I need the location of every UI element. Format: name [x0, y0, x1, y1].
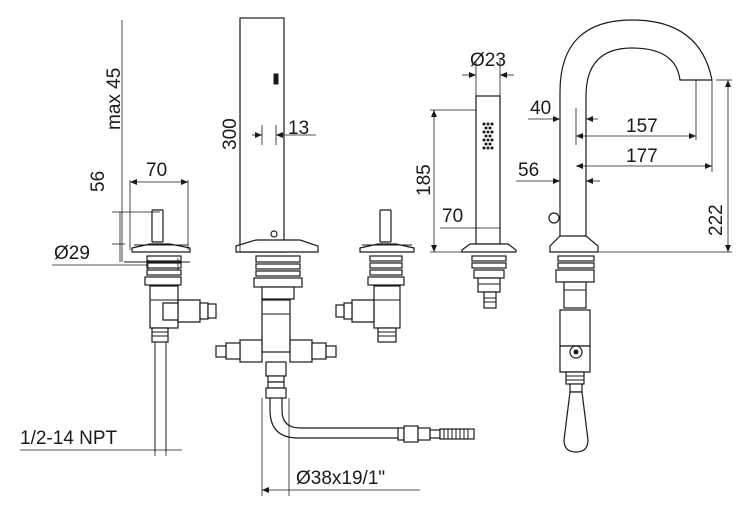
left-dimensions [20, 20, 189, 456]
dim-diameter-23: Ø23 [470, 50, 506, 71]
hand-shower-dimensions [430, 60, 514, 253]
dimension-labels: max 45 56 70 Ø29 1/2-14 NPT 300 13 Ø38x1… [20, 50, 727, 489]
dim-diameter-29: Ø29 [54, 243, 90, 264]
dim-222: 222 [706, 204, 727, 236]
dim-177: 177 [626, 146, 658, 167]
dim-npt-thread: 1/2-14 NPT [20, 428, 118, 449]
dim-300: 300 [220, 118, 241, 150]
dim-hose-connection: Ø38x19/1" [296, 468, 385, 489]
center-dimensions [239, 18, 420, 496]
dim-70-mid: 70 [442, 206, 463, 227]
dim-56-right: 56 [518, 160, 539, 181]
spout-dimensions [516, 79, 732, 253]
center-hand-shower-holder [215, 17, 475, 443]
hose-threaded-end [439, 428, 475, 440]
dim-70-left: 70 [146, 160, 167, 181]
dim-13: 13 [288, 118, 309, 139]
hand-shower [461, 95, 517, 309]
spout [548, 19, 713, 453]
dim-185: 185 [414, 164, 435, 196]
dim-40: 40 [530, 98, 551, 119]
left-valve [124, 209, 217, 452]
dim-max-45: max 45 [104, 68, 125, 130]
spray-dots [482, 122, 494, 150]
right-valve [335, 209, 415, 343]
dim-56-left: 56 [88, 171, 109, 192]
dim-157: 157 [626, 116, 658, 137]
